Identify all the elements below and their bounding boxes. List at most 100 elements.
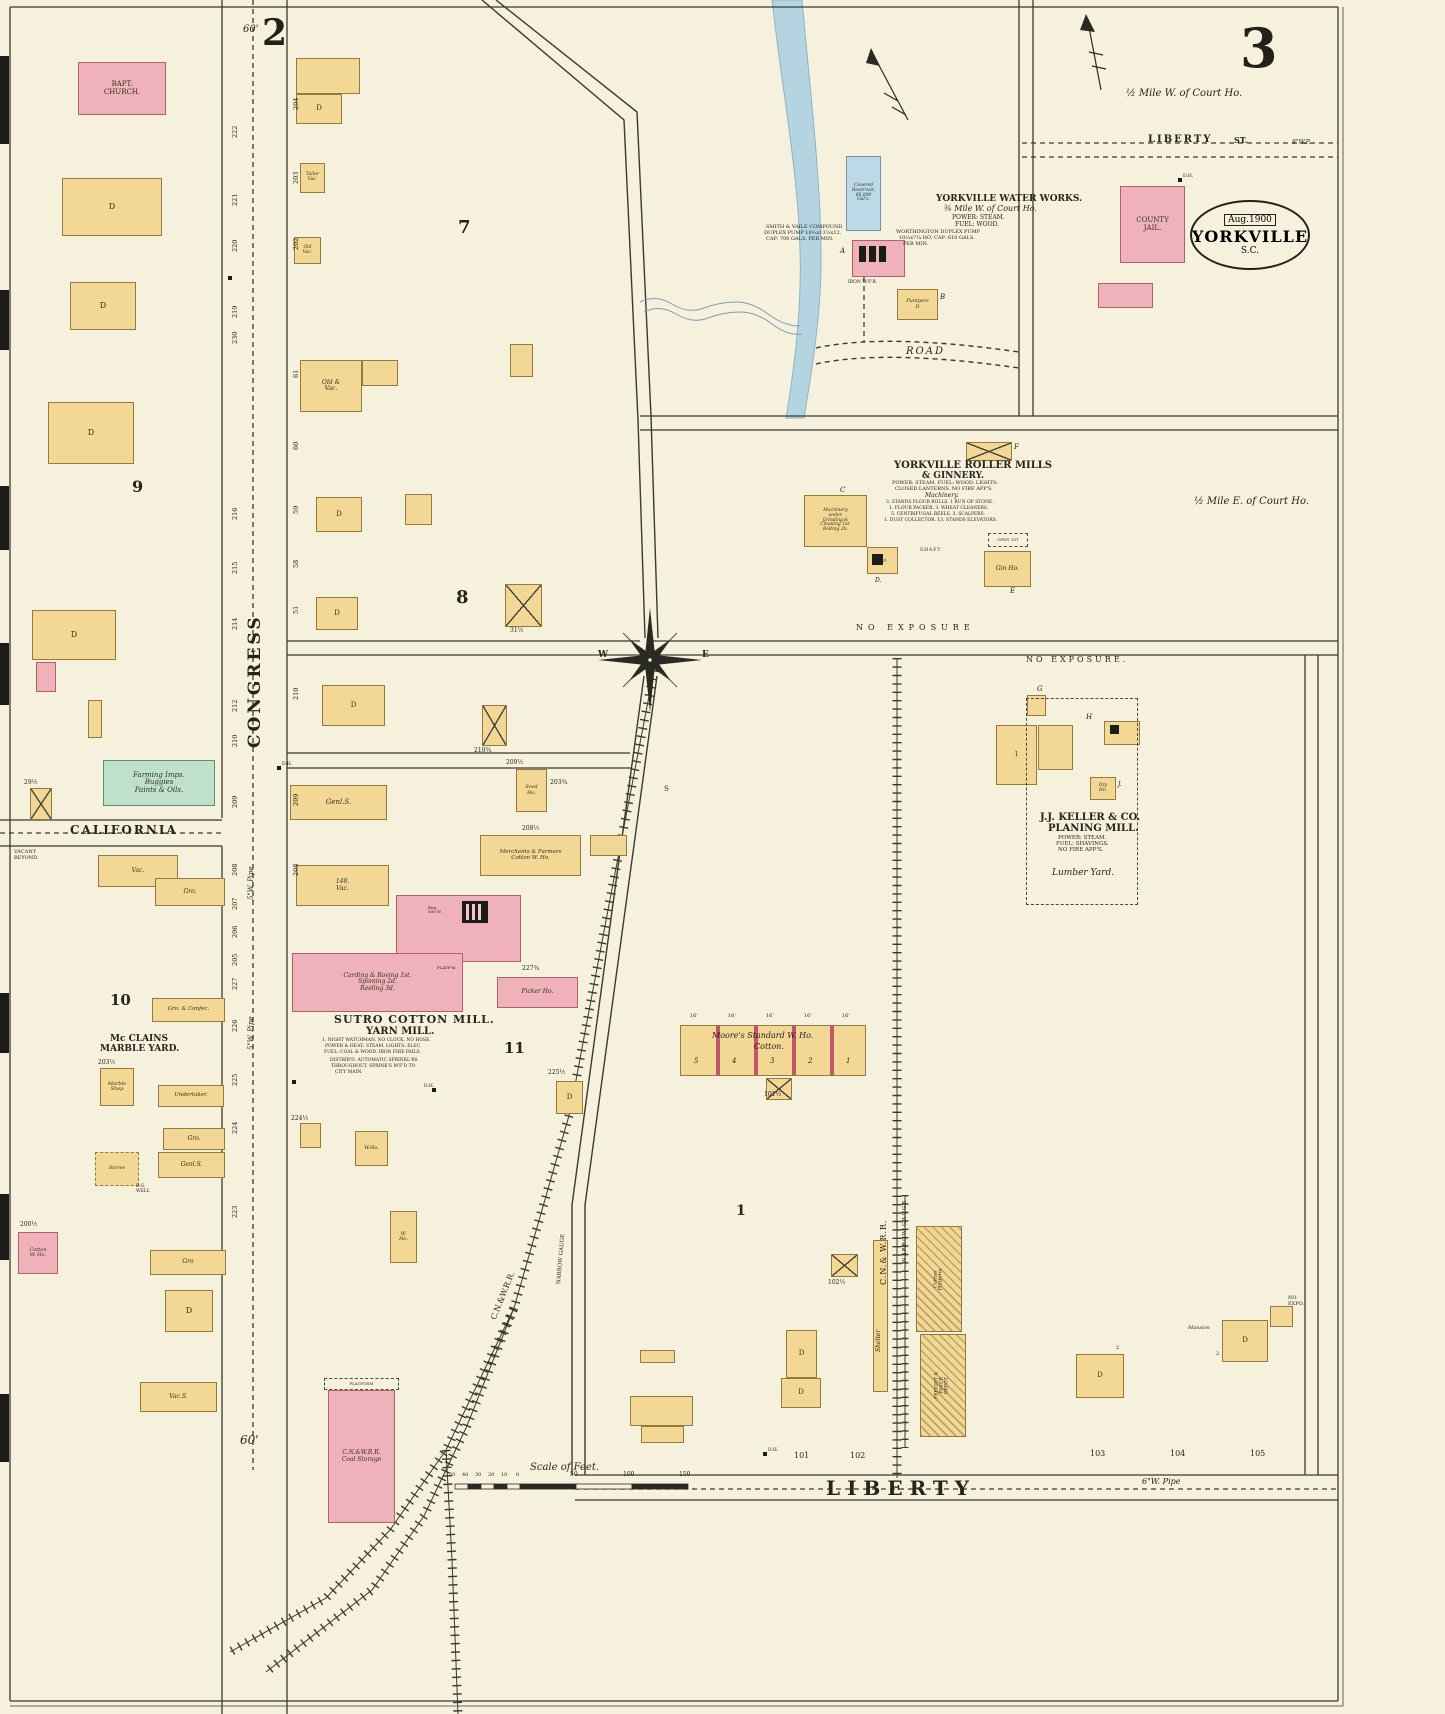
north-arrow [1080,14,1107,91]
map-label: 150 [679,1471,691,1478]
street-number: 230 [231,331,239,344]
building-label: Tailor Vac. [305,172,320,182]
farming-implements-store-label: Farming Imps. Buggies Paints & Oils. [133,770,185,794]
building [1027,695,1046,716]
hydrant-dot [1178,178,1182,182]
map-label: J. [1118,781,1122,788]
map-label: A [840,247,846,255]
map-label: SUTRO COTTON MILL. [334,1013,495,1026]
map-label: B [940,293,946,301]
street-number: 51 [292,605,300,614]
north-arrow [866,48,909,121]
map-label: NO EXPO. [1288,1295,1304,1307]
map-label: 2 [1116,1345,1120,1351]
picker-house: Picker Ho. [497,977,578,1008]
firewall [754,1026,758,1075]
map-label: 5 [694,1057,699,1065]
building: W. Ho. [390,1211,417,1263]
building [831,1254,858,1277]
map-label: 6"W. Pipe [1142,1477,1181,1486]
map-label: 31½ [510,627,524,634]
building [1270,1306,1293,1327]
street-number: 58 [292,559,300,568]
binding-mark [0,486,9,550]
block-number: 10 [110,991,131,1009]
street-number: 60 [292,441,300,450]
map-label: DUPLEX PUMP 10⅓x13⅞x12. [764,230,842,236]
map-label: 104 [1170,1449,1186,1458]
block-number: 9 [132,477,144,496]
building: D [1076,1354,1124,1398]
building-label: D [108,201,116,211]
map-label: Machinery. [925,492,959,499]
map-label: POWER: STEAM. [952,214,1005,221]
building-label: Gro. [183,887,197,895]
pump-engine [859,246,866,262]
map-label: 203¾ [550,779,568,786]
map-label: 101½ [764,1091,782,1098]
dry-house: Dry Ho. [1090,777,1116,800]
map-label: 203½ [98,1059,116,1066]
building: Tailor Vac. [300,163,325,193]
map-label: POWER & HEAT: STEAM. LIGHTS: ELEC. [325,1044,422,1049]
building: Gro [150,1250,226,1275]
street-number: 61 [292,369,300,378]
building: D [62,178,162,236]
covered-reservoir-label: Covered Reservoir. 60,000 Gal's. [852,182,875,203]
map-label: 16' [728,1013,736,1019]
map-label: 101 [794,1451,810,1460]
gin-house: Gin Ho. [984,551,1031,587]
cotton-warehouse-small: Cotton W. Ho. [18,1232,58,1274]
pumpers-dwelling-label: Pumpers D [906,298,929,310]
building-label: 148. Vac. [335,878,350,892]
map-label: 60' [240,1433,259,1447]
building: Old Vac. [294,237,321,264]
cotton-warehouse-small-label: Cotton W. Ho. [29,1246,47,1258]
railroad-label: NARROW GAUGE [902,1199,908,1262]
street-number: 208 [292,863,300,876]
building: D [32,610,116,660]
building-label: D [316,104,322,113]
street-number: 220 [231,239,239,252]
forge [1110,725,1119,734]
map-title: YORKVILLE [1191,227,1309,246]
map-label: E [1010,587,1016,595]
coal-platform: PLATFORM [324,1378,399,1390]
map-label: D.H. [282,762,293,767]
map-label: & GINNERY. [922,471,985,481]
building [630,1396,693,1426]
map-label: 29½ [24,779,38,786]
block-number: 8 [456,587,469,608]
railroad-label: C.N.& W.R.R. [879,1219,888,1285]
building: Stores [95,1152,139,1186]
compass-west: W [598,650,609,660]
map-label: 20 [488,1472,495,1478]
building-label: D [70,629,78,639]
map-label: 200½ [20,1221,38,1228]
map-label: NO FIRE APP'S. [1058,847,1104,853]
building [641,1426,684,1443]
street-number: 209 [292,793,300,806]
building [362,360,398,386]
street-number: 209 [231,795,239,808]
map-mark [478,904,481,920]
building-label: Gro. & Confec. [167,1006,210,1013]
creek [771,0,822,419]
building-label: 1 [1014,750,1019,758]
building [505,584,542,627]
map-label: 3. STANDS FLOUR ROLLS. 1 RUN OF STONE. [886,500,994,505]
map-label: 210¾ [474,747,492,754]
sheet-number: 3 [1240,16,1278,80]
moores-standard-warehouse [680,1025,866,1076]
map-label: 8"W.P. [1292,139,1311,146]
map-label: PLANING MILL. [1048,823,1139,834]
sutro-mill-annex-label: Carding & Roving 1st. Spinning 2d. Reeli… [343,971,412,992]
map-label: Moore's Standard W. Ho. [712,1031,814,1040]
map-label: 1. FLOUR PACKER. 3. WHEAT CLEANERS. [889,506,989,511]
building: D [316,497,362,532]
map-label: 16' [842,1013,850,1019]
street-number: 227 [231,977,239,990]
building: D [165,1290,213,1332]
freight-passenger-depot: FREIGHT & PASS'R DEPOT. [920,1334,966,1437]
